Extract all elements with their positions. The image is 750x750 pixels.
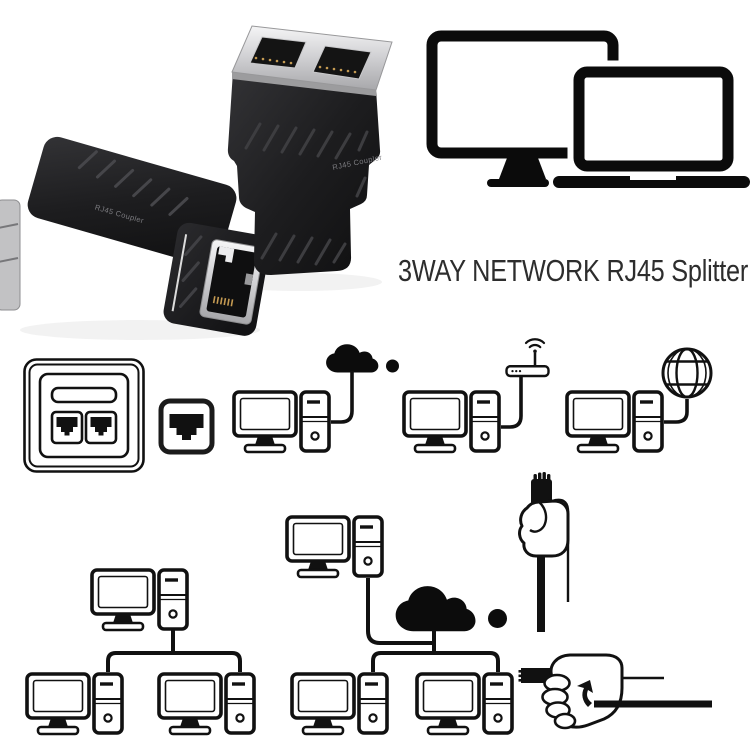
port-key-notch [218,246,235,263]
groove-lines [77,150,189,216]
product-title: 3WAY NETWORK RJ45 Splitter [398,253,748,288]
rj45-port-icon [161,401,212,452]
network-tree-left [25,568,256,736]
side-adapter: RJ45 Coupler [0,136,271,336]
connector-line [366,578,434,645]
connector-line [371,651,500,672]
monitor-stand [499,158,546,179]
connector-line [664,399,689,424]
devices-icon [426,30,750,188]
dual-rj45-ports-top [249,36,372,80]
product-photo: RJ45 Coupler [0,25,393,340]
metal-edge [0,199,21,311]
port-row [23,338,713,473]
connector-line [331,371,354,424]
laptop-base-notch [630,176,676,180]
dot-icon [386,359,399,373]
adapter-body [227,71,381,275]
dot-icon [488,609,507,628]
edge-highlight [171,234,188,312]
wall-outlet-dual-rj45-icon [23,358,145,473]
adapter-front-block [163,222,271,336]
groove-lines [244,122,369,266]
gold-pins [212,296,234,307]
groove-lines [179,235,203,308]
rj45-port-opening [206,246,257,318]
laptop-base [553,176,750,188]
plate-edge [232,72,376,96]
laptop-icon [573,66,734,172]
port-contact [244,273,254,286]
connector-line [106,651,242,672]
monitor-base [487,179,549,187]
gold-pins [254,56,357,74]
connector-line [501,375,523,429]
network-tree-cloud [285,515,514,736]
